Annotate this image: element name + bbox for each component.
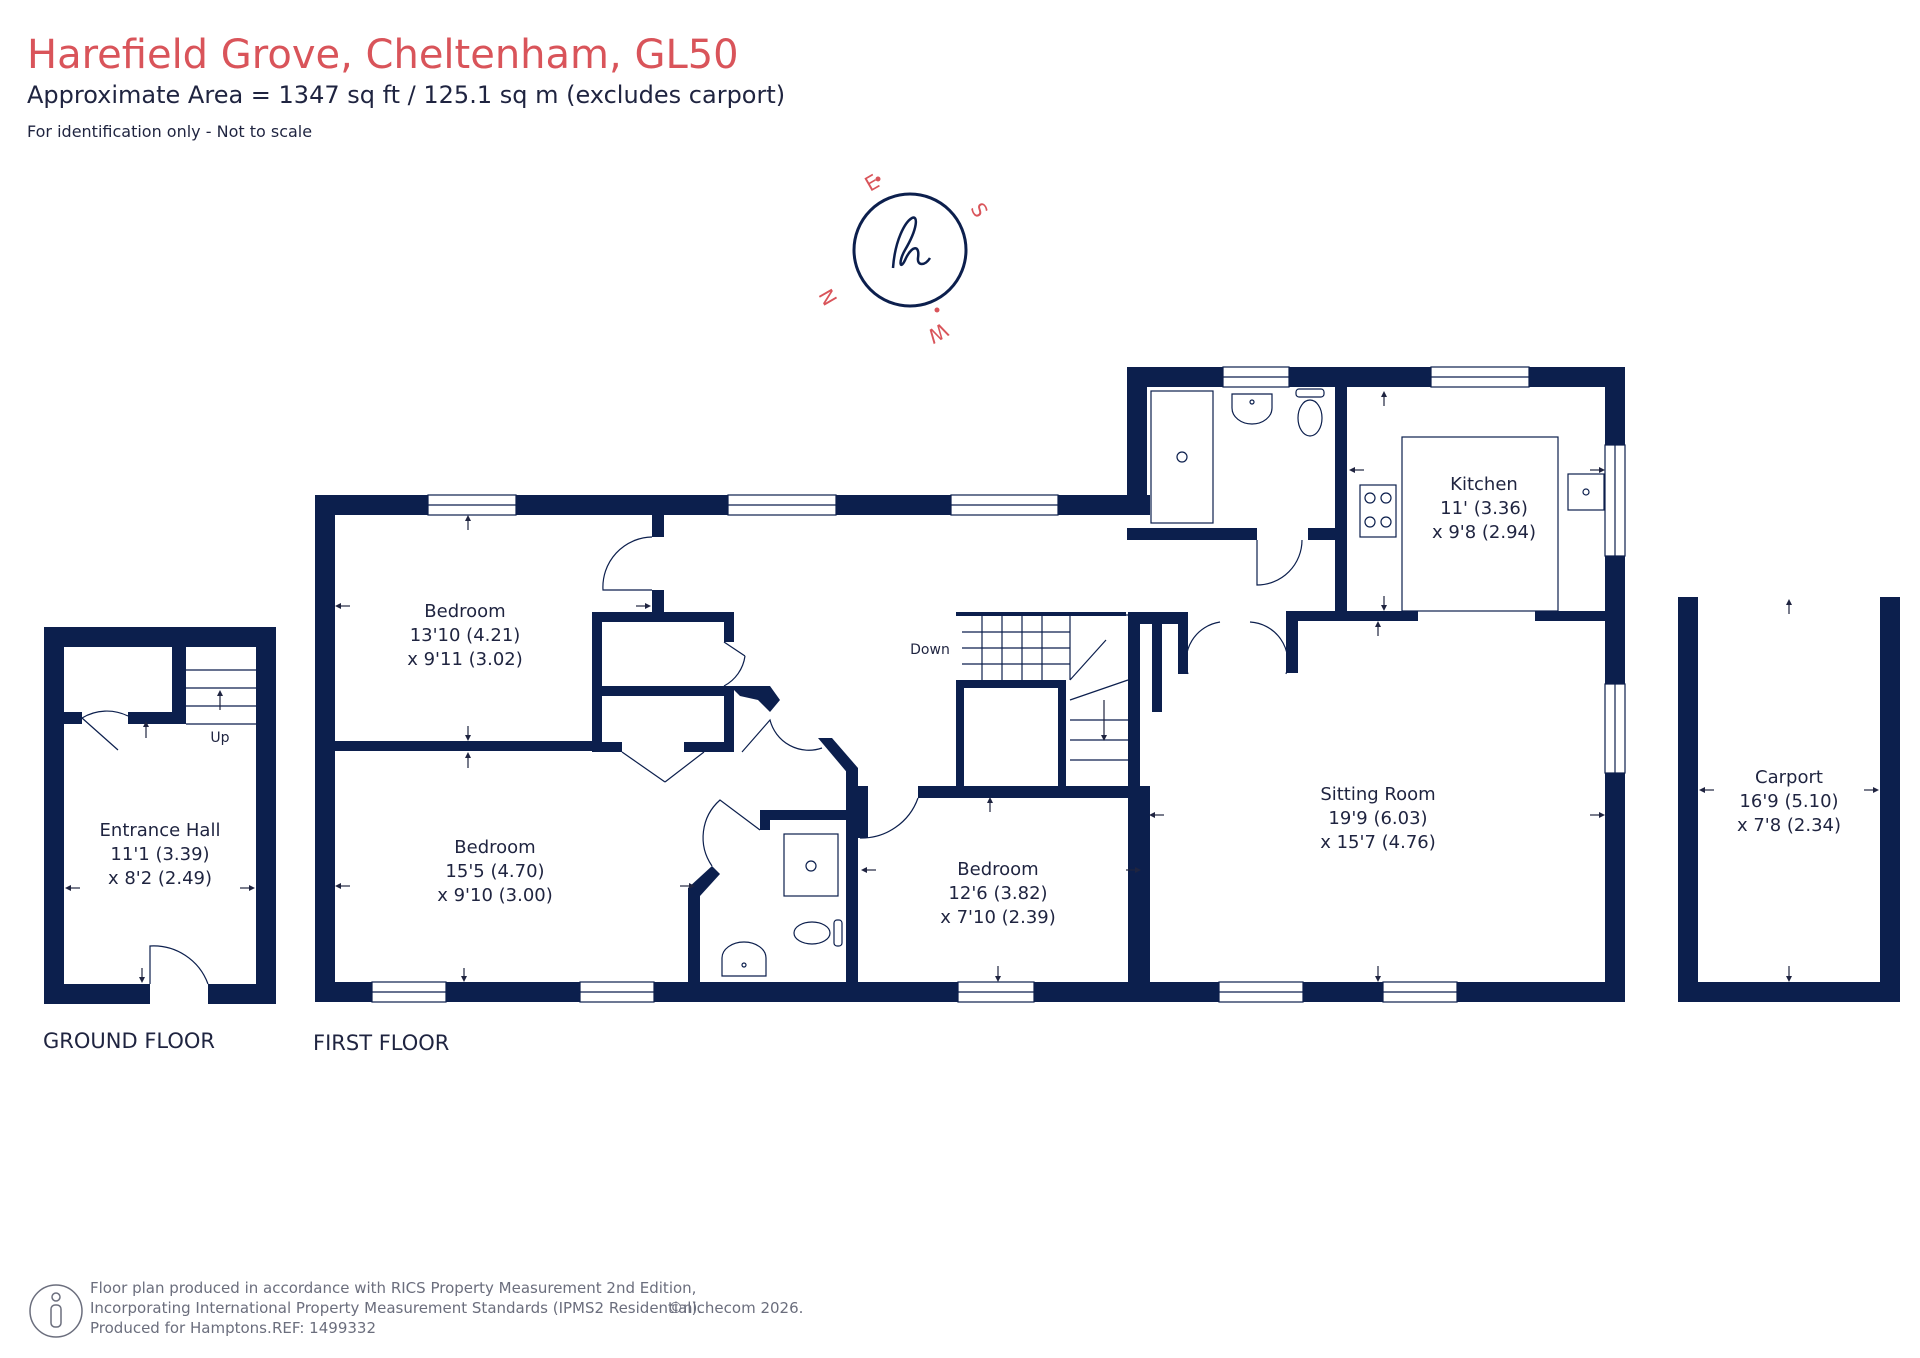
room-name: Bedroom bbox=[454, 837, 535, 858]
compass-w: W bbox=[923, 318, 952, 349]
note-text: For identification only - Not to scale bbox=[27, 122, 312, 141]
footer-copyright: ©nichecom 2026. bbox=[668, 1299, 803, 1317]
footer: Floor plan produced in accordance with R… bbox=[29, 1279, 803, 1338]
room-dim: x 9'10 (3.00) bbox=[437, 885, 553, 906]
footer-line-2: Incorporating International Property Mea… bbox=[90, 1299, 702, 1317]
dimension-arrows bbox=[335, 391, 1605, 982]
room-dim: x 7'8 (2.34) bbox=[1737, 815, 1841, 836]
room-sitting-room: Sitting Room 19'9 (6.03) x 15'7 (4.76) bbox=[1320, 784, 1436, 853]
footer-line-1: Floor plan produced in accordance with R… bbox=[90, 1279, 696, 1297]
room-bedroom-3: Bedroom 12'6 (3.82) x 7'10 (2.39) bbox=[940, 859, 1056, 928]
stairs-up-label: Up bbox=[210, 730, 229, 746]
room-dim: 11' (3.36) bbox=[1440, 498, 1528, 519]
room-dim: 11'1 (3.39) bbox=[110, 844, 209, 865]
room-bedroom-2: Bedroom 15'5 (4.70) x 9'10 (3.00) bbox=[437, 837, 553, 906]
stairs-down-label: Down bbox=[910, 642, 950, 658]
room-dim: 19'9 (6.03) bbox=[1328, 808, 1427, 829]
room-dim: 16'9 (5.10) bbox=[1739, 791, 1838, 812]
first-floor-windows bbox=[371, 366, 1626, 1003]
room-dim: x 7'10 (2.39) bbox=[940, 907, 1056, 928]
room-carport: Carport 16'9 (5.10) x 7'8 (2.34) bbox=[1737, 767, 1841, 836]
ground-floor-walls bbox=[44, 627, 276, 1004]
person-icon bbox=[29, 1284, 83, 1338]
room-name: Bedroom bbox=[957, 859, 1038, 880]
room-dim: 12'6 (3.82) bbox=[948, 883, 1047, 904]
first-floor-label: FIRST FLOOR bbox=[313, 1031, 449, 1055]
room-name: Carport bbox=[1755, 767, 1823, 788]
first-floor-fixtures bbox=[602, 388, 1605, 977]
room-bedroom-1: Bedroom 13'10 (4.21) x 9'11 (3.02) bbox=[407, 601, 523, 670]
footer-line-3: Produced for Hamptons. bbox=[90, 1319, 272, 1337]
room-dim: 15'5 (4.70) bbox=[445, 861, 544, 882]
ground-floor-fixtures bbox=[81, 669, 256, 985]
room-name: Kitchen bbox=[1450, 474, 1518, 495]
compass-n: N bbox=[814, 285, 842, 310]
room-dim: 13'10 (4.21) bbox=[410, 625, 521, 646]
carport-arrows bbox=[1699, 599, 1879, 982]
room-dim: x 9'11 (3.02) bbox=[407, 649, 523, 670]
compass-logo: E S N W bbox=[814, 169, 993, 348]
room-name: Sitting Room bbox=[1320, 784, 1435, 805]
room-dim: x 15'7 (4.76) bbox=[1320, 832, 1436, 853]
area-text: Approximate Area = 1347 sq ft / 125.1 sq… bbox=[27, 81, 785, 109]
footer-ref: REF: 1499332 bbox=[272, 1319, 376, 1337]
room-name: Entrance Hall bbox=[100, 820, 221, 841]
carport-walls bbox=[1678, 597, 1900, 1002]
first-floor-walls bbox=[315, 367, 1625, 1002]
compass-s: S bbox=[966, 199, 993, 222]
room-name: Bedroom bbox=[424, 601, 505, 622]
room-kitchen: Kitchen 11' (3.36) x 9'8 (2.94) bbox=[1432, 474, 1536, 543]
logo-h-icon bbox=[891, 216, 932, 269]
room-dim: x 9'8 (2.94) bbox=[1432, 522, 1536, 543]
plan-title: Harefield Grove, Cheltenham, GL50 bbox=[27, 32, 739, 78]
room-entrance-hall: Entrance Hall 11'1 (3.39) x 8'2 (2.49) bbox=[100, 820, 221, 889]
ground-floor-label: GROUND FLOOR bbox=[43, 1029, 215, 1053]
compass-e: E bbox=[861, 169, 884, 196]
room-dim: x 8'2 (2.49) bbox=[108, 868, 212, 889]
